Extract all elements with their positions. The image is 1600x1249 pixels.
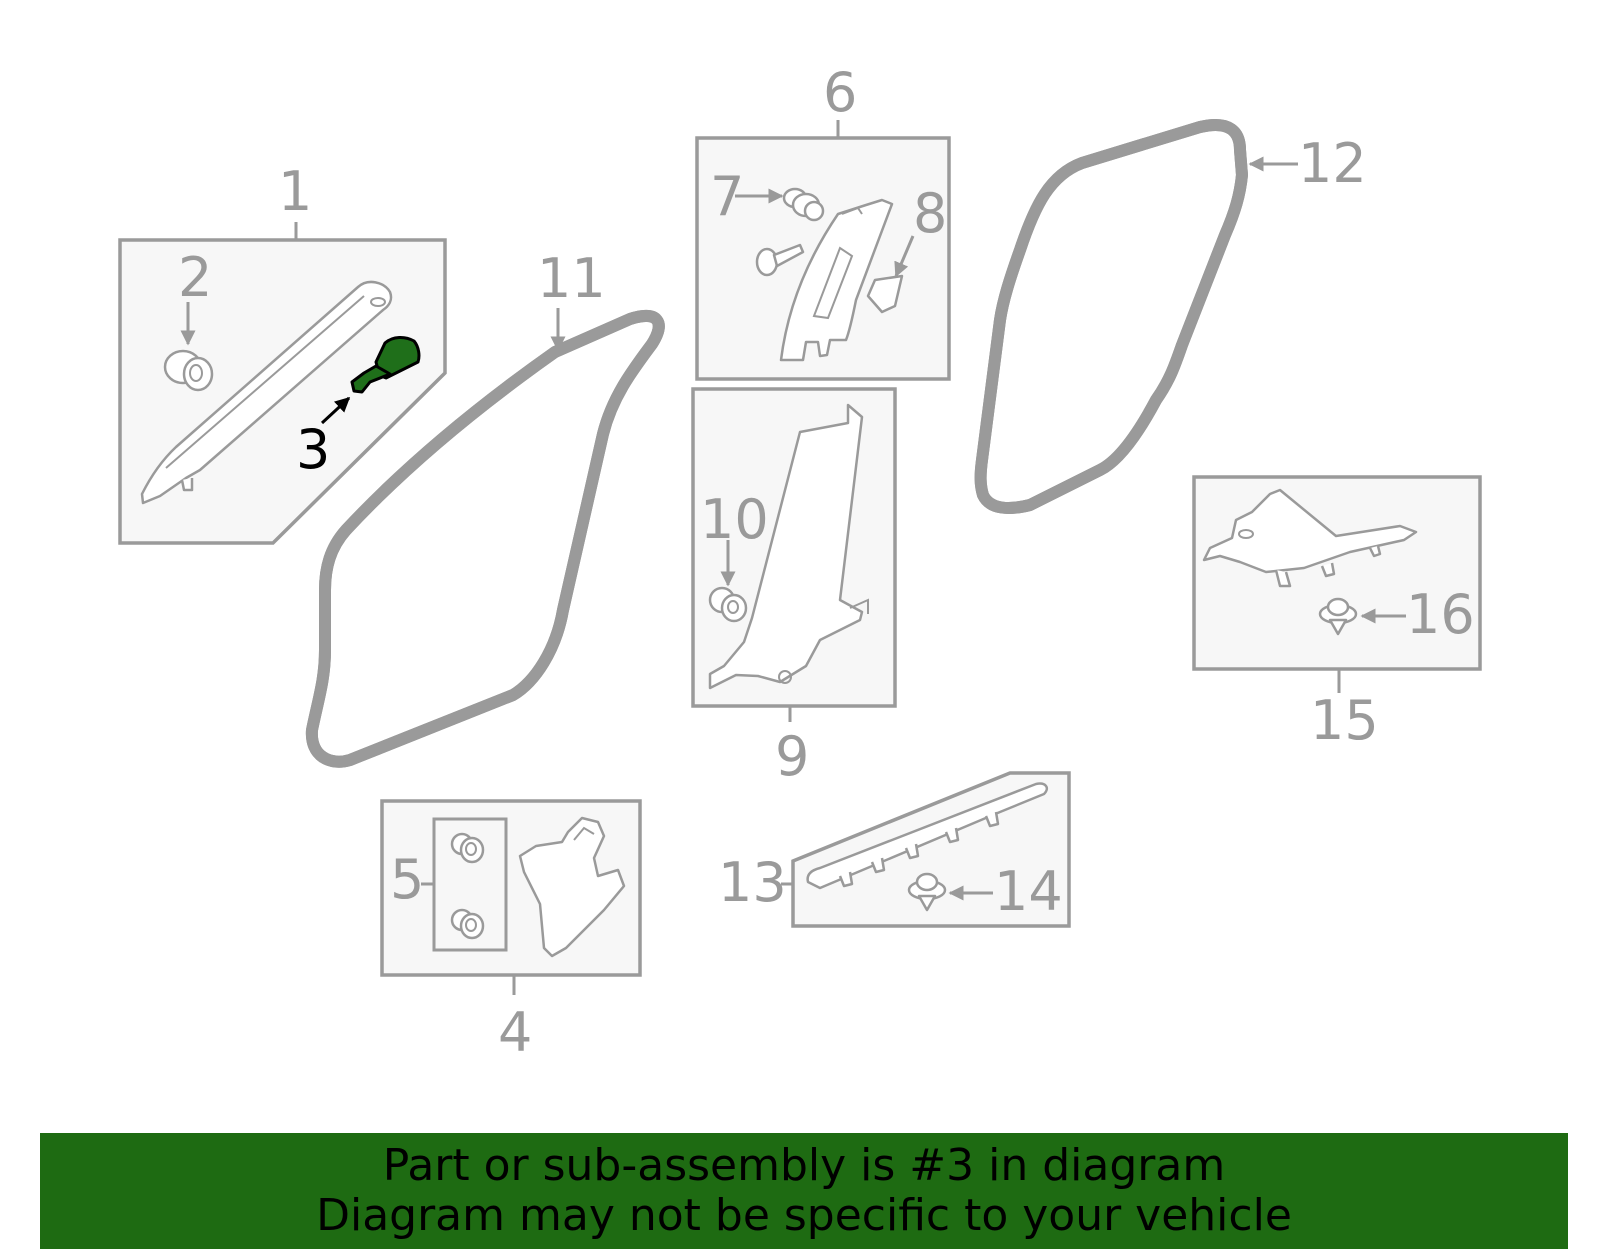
screw-icon bbox=[755, 243, 805, 277]
group-13-scuff-plate: 13 14 bbox=[718, 771, 1071, 928]
callout-10: 10 bbox=[700, 488, 769, 551]
callout-15: 15 bbox=[1310, 689, 1379, 752]
group-15-quarter-trim: 15 16 bbox=[1192, 475, 1482, 752]
callout-7: 7 bbox=[710, 165, 744, 228]
callout-4: 4 bbox=[498, 1001, 532, 1064]
callout-5: 5 bbox=[390, 848, 424, 911]
clip-5b-icon bbox=[450, 908, 485, 940]
banner-line-1: Part or sub-assembly is #3 in diagram bbox=[382, 1140, 1226, 1191]
callout-13: 13 bbox=[718, 851, 787, 914]
callout-8: 8 bbox=[913, 182, 947, 245]
clip-14-icon bbox=[907, 872, 947, 912]
highlighted-part-3 bbox=[320, 336, 421, 425]
callout-9: 9 bbox=[775, 725, 809, 788]
callout-2: 2 bbox=[178, 246, 212, 309]
banner-line-2: Diagram may not be specific to your vehi… bbox=[316, 1190, 1292, 1241]
clip-2-icon bbox=[163, 349, 214, 392]
group-1-a-pillar-trim: 1 2 3 bbox=[118, 160, 447, 545]
callout-1: 1 bbox=[278, 160, 312, 223]
clip-10-icon bbox=[708, 586, 748, 623]
group-9-lower-pillar: 9 10 bbox=[691, 387, 897, 788]
group-4-kick-panel: 4 5 bbox=[380, 799, 642, 1064]
callout-16: 16 bbox=[1406, 583, 1475, 646]
clip-7-icon bbox=[782, 187, 825, 222]
callout-3: 3 bbox=[296, 418, 330, 481]
callout-12: 12 bbox=[1298, 132, 1367, 195]
weatherstrip-12: 12 bbox=[981, 125, 1367, 508]
clip-16-icon bbox=[1318, 597, 1358, 636]
info-banner: Part or sub-assembly is #3 in diagram Di… bbox=[40, 1133, 1568, 1249]
callout-6: 6 bbox=[823, 61, 857, 124]
group-6-upper-pillar: 6 7 8 bbox=[695, 61, 951, 381]
callout-14: 14 bbox=[994, 860, 1063, 923]
callout-11: 11 bbox=[537, 247, 606, 310]
weatherstrip-11: 11 bbox=[312, 247, 659, 762]
clip-5a-icon bbox=[450, 832, 485, 864]
